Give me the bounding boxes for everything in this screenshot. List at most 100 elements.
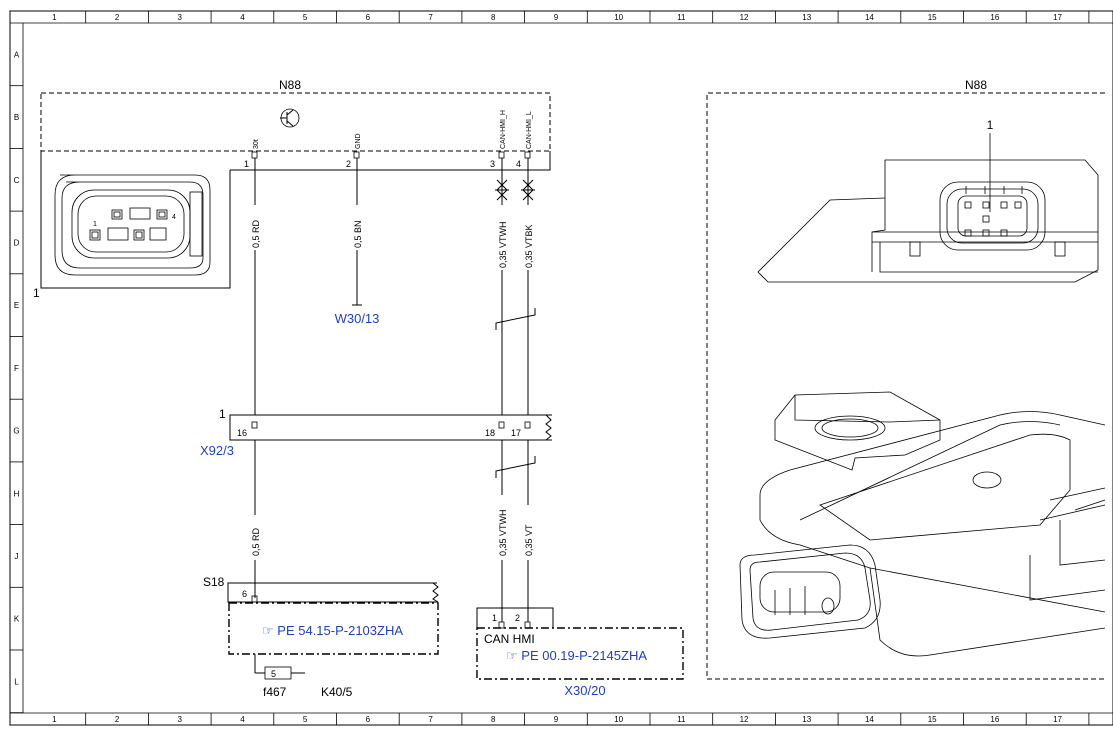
grid-col-label: 4 bbox=[240, 13, 245, 22]
hand-pointer-icon: ☞ bbox=[506, 648, 521, 663]
grid-col-label: 7 bbox=[428, 715, 433, 724]
n88-schematic: N88 30t GND CAN-HMI_H CAN-HMI_L 1 2 3 4 bbox=[33, 78, 551, 300]
grid-row-label: J bbox=[15, 552, 19, 561]
s18-label: S18 bbox=[203, 575, 225, 589]
x30-ref-link[interactable]: ☞ PE 00.19-P-2145ZHA bbox=[506, 648, 647, 663]
x92-pin-18: 18 bbox=[485, 428, 495, 438]
f467-pin-5: 5 bbox=[271, 669, 276, 679]
wire-can-l: 0,35 VTBK bbox=[524, 158, 534, 415]
drawing-frame: 1122334455667788991010111112121313141415… bbox=[9, 10, 1113, 726]
grid-col-label: 10 bbox=[614, 13, 623, 22]
twisted-pair-line-upper bbox=[495, 308, 536, 330]
pin-num-3: 3 bbox=[490, 159, 495, 169]
face-pin-1: 1 bbox=[93, 221, 97, 228]
grid-col-label: 3 bbox=[178, 13, 183, 22]
wire-label-w2-top: 0,5 BN bbox=[353, 220, 363, 248]
grid-col-label: 4 bbox=[240, 715, 245, 724]
twist-marker-top bbox=[495, 179, 535, 201]
wire-label-w4-top: 0,35 VTBK bbox=[524, 224, 534, 268]
image-callout-1: 1 bbox=[987, 118, 994, 132]
wire-label-w3-top: 0,35 VTWH bbox=[498, 221, 508, 268]
can-hmi-label: CAN HMI bbox=[484, 632, 535, 646]
x92-connector: 1 16 18 17 bbox=[219, 407, 552, 441]
grid-col-label: 10 bbox=[614, 715, 623, 724]
wire-label-w3-bottom: 0,35 VTWH bbox=[498, 509, 508, 556]
grid-row-label: D bbox=[14, 238, 20, 247]
grid-col-label: 6 bbox=[366, 13, 371, 22]
grid-col-label: 13 bbox=[802, 13, 811, 22]
grid-col-label: 8 bbox=[491, 715, 496, 724]
grid-col-label: 14 bbox=[865, 13, 874, 22]
grid-col-label: 14 bbox=[865, 715, 874, 724]
grid-col-label: 15 bbox=[928, 13, 937, 22]
n88-right-label: N88 bbox=[965, 78, 987, 92]
grid-col-label: 1 bbox=[52, 13, 57, 22]
grid-col-label: 2 bbox=[115, 13, 120, 22]
f467-label: f467 bbox=[263, 685, 287, 699]
grid-col-label: 13 bbox=[802, 715, 811, 724]
grid-col-label: 2 bbox=[115, 715, 120, 724]
grid-col-label: 6 bbox=[366, 715, 371, 724]
grid-row-label: C bbox=[14, 176, 20, 185]
x30-pin-2: 2 bbox=[515, 613, 520, 623]
grid-col-label: 9 bbox=[554, 715, 559, 724]
wire-pin2-bn: 0,5 BN bbox=[352, 158, 363, 306]
grid-col-label: 8 bbox=[491, 13, 496, 22]
x30-connector: 1 2 CAN HMI ☞ PE 00.19-P-2145ZHA X30/20 bbox=[476, 607, 684, 698]
pin-name-30t: 30t bbox=[253, 139, 260, 149]
grid-col-label: 3 bbox=[178, 715, 183, 724]
face-pin-4: 4 bbox=[172, 214, 176, 221]
grid-col-label: 5 bbox=[303, 715, 308, 724]
connector-label-1: 1 bbox=[33, 286, 40, 300]
x92-label: X92/3 bbox=[200, 443, 234, 458]
pin-num-1: 1 bbox=[244, 159, 249, 169]
grid-row-label: H bbox=[14, 489, 20, 498]
hand-pointer-icon: ☞ bbox=[262, 623, 277, 638]
twisted-pair-line-lower bbox=[495, 456, 536, 478]
pin-name-gnd: GND bbox=[355, 133, 362, 149]
transistor-icon bbox=[280, 108, 300, 128]
connector-face-image: 1 4 bbox=[54, 174, 211, 276]
grid-row-label: L bbox=[14, 677, 19, 686]
pin-name-can-l: CAN-HMI_L bbox=[526, 111, 533, 149]
grid-row-label: G bbox=[13, 427, 19, 436]
s18-pin-6: 6 bbox=[242, 589, 247, 599]
pin-num-2: 2 bbox=[346, 159, 351, 169]
grid-row-label: A bbox=[14, 50, 20, 59]
pin-num-4: 4 bbox=[516, 159, 521, 169]
sensor-perspective-view bbox=[739, 391, 1106, 657]
grid-row-label: E bbox=[14, 301, 19, 310]
x92-pin-16: 16 bbox=[237, 428, 247, 438]
grid-col-label: 17 bbox=[1053, 715, 1062, 724]
wire-lower-rd: 0,5 RD bbox=[251, 440, 261, 598]
grid-row-label: B bbox=[14, 113, 19, 122]
wire-pin1-rd: 0,5 RD bbox=[251, 158, 261, 415]
wire-can-h: 0,35 VTWH bbox=[498, 158, 508, 415]
wire-label-w4-bottom: 0,35 VT bbox=[524, 524, 534, 556]
n88-image-panel: N88 1 bbox=[706, 78, 1106, 680]
grid-col-label: 16 bbox=[990, 715, 999, 724]
wire-lower-vt: 0,35 VT bbox=[524, 440, 534, 622]
grid-col-label: 12 bbox=[740, 13, 749, 22]
s18-ref-link[interactable]: ☞ PE 54.15-P-2103ZHA bbox=[262, 623, 403, 638]
w30-label: W30/13 bbox=[335, 311, 380, 326]
wire-lower-vtwh: 0,35 VTWH bbox=[498, 440, 508, 622]
grid-row-label: K bbox=[14, 615, 20, 624]
grid-col-label: 11 bbox=[677, 13, 686, 22]
grid-row-label: F bbox=[14, 364, 19, 373]
x30-pin-1: 1 bbox=[492, 613, 497, 623]
grid-col-label: 1 bbox=[52, 715, 57, 724]
grid-col-label: 7 bbox=[428, 13, 433, 22]
wire-label-w1-top: 0,5 RD bbox=[251, 219, 261, 248]
grid-col-label: 11 bbox=[677, 715, 686, 724]
x92-pin-17: 17 bbox=[511, 428, 521, 438]
x92-bus-label: 1 bbox=[219, 407, 226, 421]
grid-col-label: 12 bbox=[740, 715, 749, 724]
x30-label: X30/20 bbox=[564, 683, 605, 698]
grid-col-label: 5 bbox=[303, 13, 308, 22]
grid-col-label: 17 bbox=[1053, 13, 1062, 22]
sensor-top-view bbox=[757, 159, 1099, 283]
s18-connector: S18 6 ☞ PE 54.15-P-2103ZHA 5 f467 K40/5 bbox=[203, 575, 439, 699]
